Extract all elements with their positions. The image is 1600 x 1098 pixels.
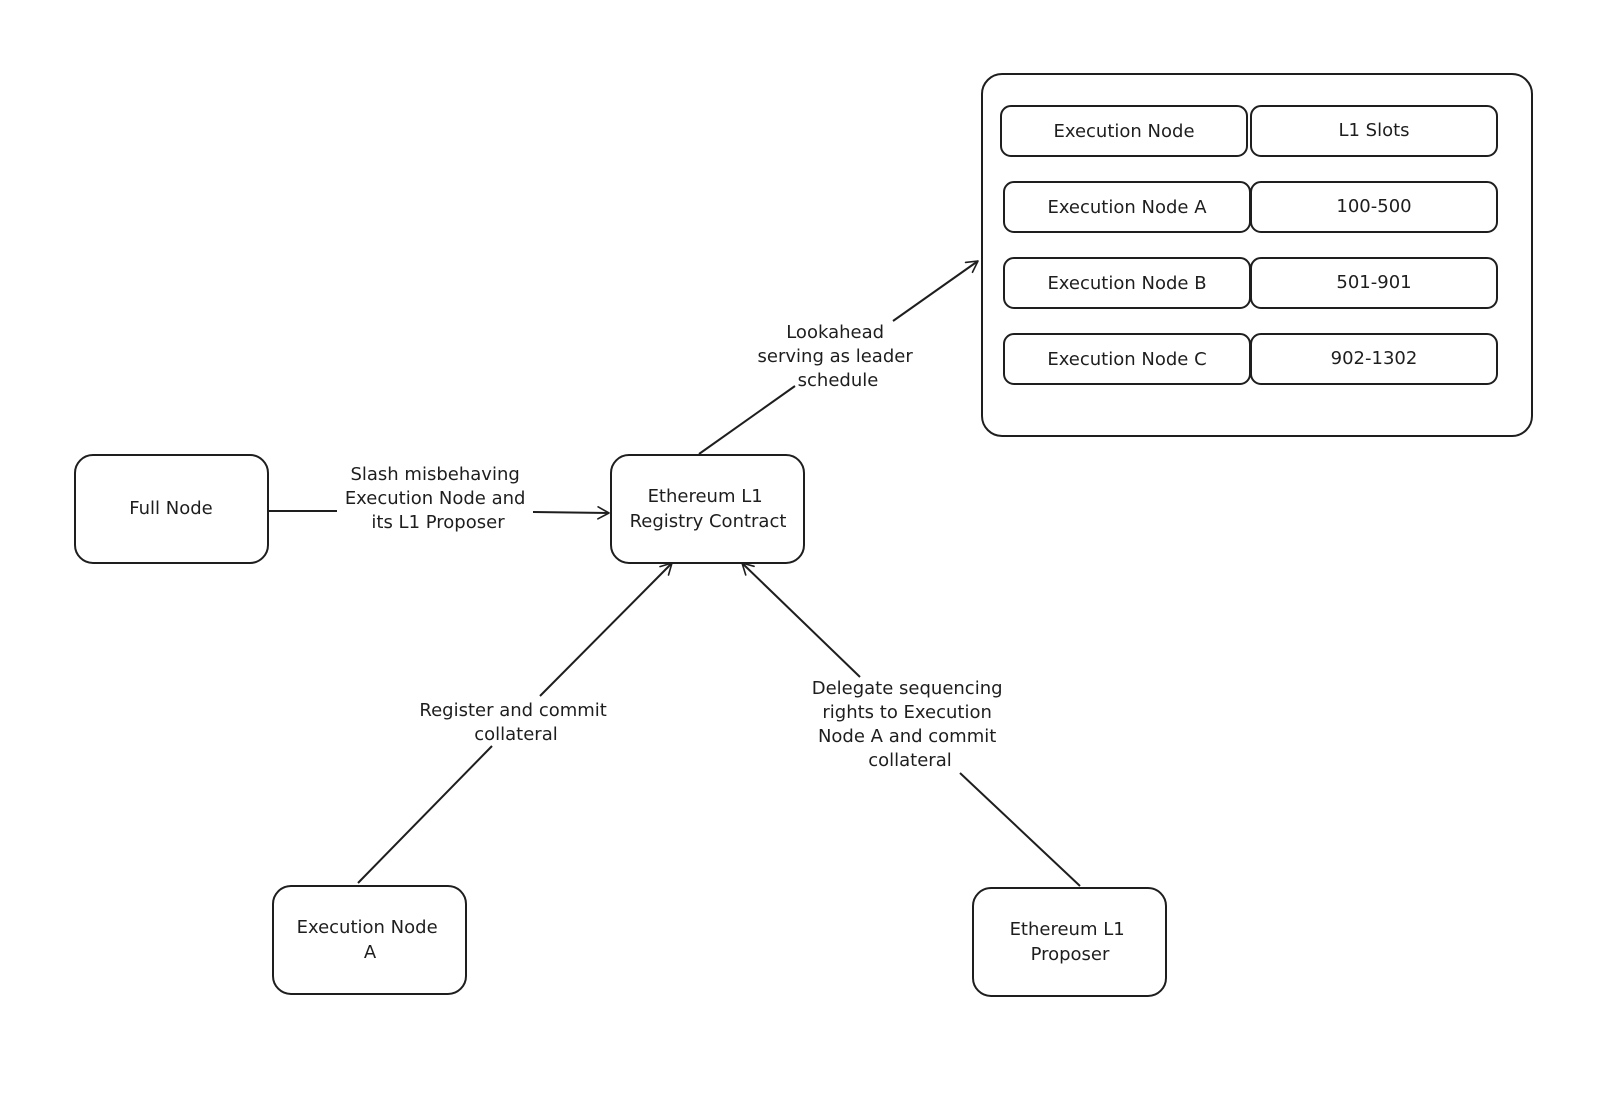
row-slots: 902-1302 bbox=[1331, 348, 1418, 369]
edge-delegate bbox=[741, 562, 1081, 887]
node-full-node-label: Full Node bbox=[129, 498, 212, 519]
node-registry-contract-label: Ethereum L1 Registry Contract bbox=[630, 486, 787, 532]
node-full-node: Full Node bbox=[74, 454, 269, 564]
row-slots: 501-901 bbox=[1336, 272, 1411, 293]
node-execution-node-a-label: Execution Node A bbox=[297, 917, 444, 963]
row-node-name: Execution Node C bbox=[1047, 349, 1206, 370]
row-slots: 100-500 bbox=[1336, 196, 1411, 217]
edge-lookahead bbox=[698, 260, 979, 455]
table-row: Execution Node A 100-500 bbox=[1003, 181, 1498, 233]
edge-register bbox=[357, 562, 673, 884]
node-registry-contract: Ethereum L1 Registry Contract bbox=[610, 454, 805, 564]
table-row: Execution Node B 501-901 bbox=[1003, 257, 1498, 309]
header-l1-slots: L1 Slots bbox=[1338, 120, 1409, 141]
row-node-name: Execution Node A bbox=[1047, 197, 1207, 218]
edge-label-slash: Slash misbehaving Execution Node and its… bbox=[345, 464, 531, 533]
header-execution-node: Execution Node bbox=[1053, 121, 1194, 142]
edge-slash bbox=[266, 506, 610, 520]
edge-label-delegate: Delegate sequencing rights to Execution … bbox=[812, 678, 1009, 771]
edge-label-lookahead: Lookahead serving as leader schedule bbox=[758, 322, 919, 391]
node-l1-proposer-label: Ethereum L1 Proposer bbox=[1010, 919, 1131, 965]
row-node-name: Execution Node B bbox=[1047, 273, 1206, 294]
schedule-table-header: Execution Node L1 Slots bbox=[1000, 105, 1498, 157]
node-l1-proposer: Ethereum L1 Proposer bbox=[972, 887, 1167, 997]
edge-label-register: Register and commit collateral bbox=[419, 700, 612, 745]
schedule-table: Execution Node L1 Slots Execution Node A… bbox=[981, 73, 1533, 437]
node-execution-node-a: Execution Node A bbox=[272, 885, 467, 995]
table-row: Execution Node C 902-1302 bbox=[1003, 333, 1498, 385]
